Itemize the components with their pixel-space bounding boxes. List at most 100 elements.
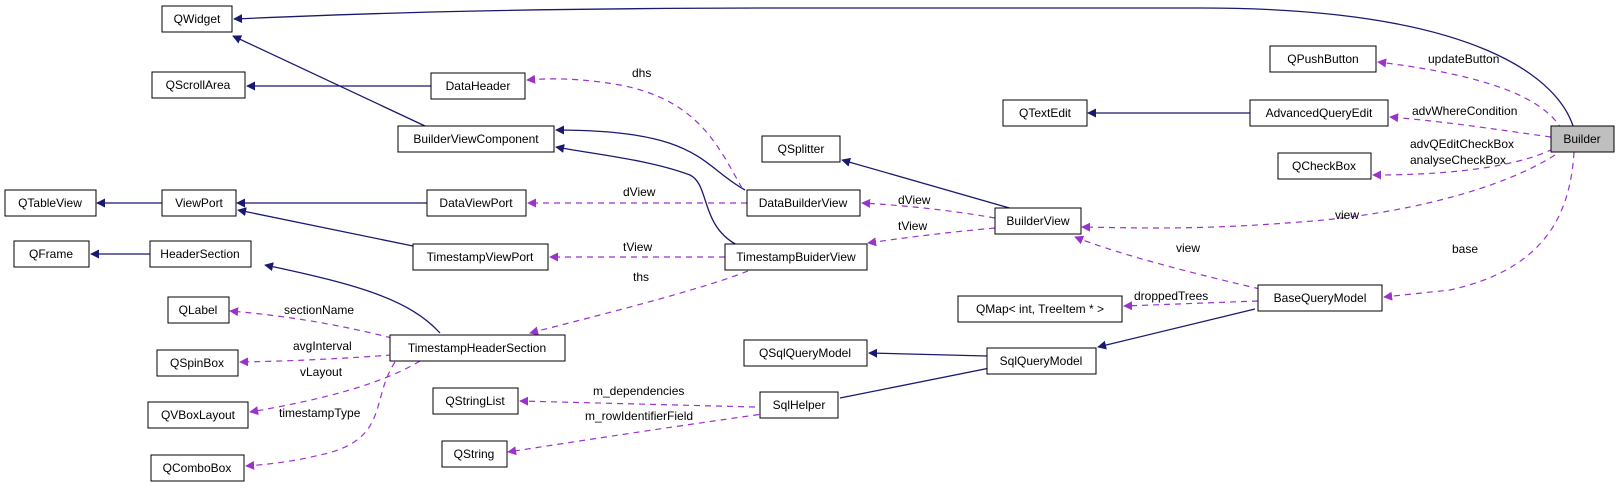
node-qstring[interactable]: QString: [441, 440, 508, 468]
label-dhs: dhs: [632, 66, 651, 80]
svg-text:QSplitter: QSplitter: [778, 142, 825, 156]
edge-timestampbuiderview-bvc: [555, 144, 738, 246]
label-timestamptype: timestampType: [279, 406, 361, 420]
label-sectionname: sectionName: [284, 303, 354, 317]
edge-builder-qwidget: [233, 7, 1575, 130]
node-qtableview[interactable]: QTableView: [4, 189, 97, 217]
svg-text:TimestampHeaderSection: TimestampHeaderSection: [408, 341, 546, 355]
label-dview-builderview: dView: [898, 193, 931, 207]
svg-text:ViewPort: ViewPort: [175, 196, 223, 210]
node-qstringlist[interactable]: QStringList: [432, 387, 519, 415]
node-viewport[interactable]: ViewPort: [161, 189, 237, 217]
node-timestampbuiderview[interactable]: TimestampBuiderView: [724, 243, 868, 271]
edge-sqlquerymodel-qsqlquerymodel: [868, 348, 988, 358]
label-vlayout: vLayout: [300, 365, 343, 379]
svg-text:QSqlQueryModel: QSqlQueryModel: [759, 346, 851, 360]
svg-text:QCheckBox: QCheckBox: [1292, 159, 1356, 173]
node-builder[interactable]: Builder: [1550, 125, 1615, 153]
edge-timestampviewport-viewport: [237, 207, 414, 247]
svg-text:AdvancedQueryEdit: AdvancedQueryEdit: [1266, 106, 1373, 120]
svg-text:QTableView: QTableView: [18, 196, 82, 210]
node-databuilderview[interactable]: DataBuilderView: [746, 189, 861, 217]
node-qlabel[interactable]: QLabel: [167, 296, 230, 324]
edge-builder-basequerymodel: [1383, 151, 1575, 301]
edge-basequerymodel-builderview: [1074, 235, 1261, 290]
node-qsqlquerymodel[interactable]: QSqlQueryModel: [743, 339, 868, 367]
edge-builder-qpushbutton: [1377, 58, 1563, 131]
svg-text:QTextEdit: QTextEdit: [1019, 106, 1072, 120]
node-advancedqueryedit[interactable]: AdvancedQueryEdit: [1249, 99, 1389, 127]
svg-text:QMap< int, TreeItem * >: QMap< int, TreeItem * >: [976, 302, 1104, 316]
node-sqlhelper[interactable]: SqlHelper: [759, 391, 839, 419]
node-qcombobox[interactable]: QComboBox: [150, 454, 245, 482]
edge-builderview-timestampbuiderview: [867, 227, 996, 247]
node-sqlquerymodel[interactable]: SqlQueryModel: [986, 347, 1097, 375]
svg-text:BaseQueryModel: BaseQueryModel: [1274, 291, 1367, 305]
node-qspinbox[interactable]: QSpinBox: [156, 349, 239, 377]
label-analysecheckbox: analyseCheckBox: [1410, 153, 1506, 167]
edge-ths-headersection: [264, 262, 441, 334]
node-qtextedit[interactable]: QTextEdit: [1002, 99, 1088, 127]
edge-databuilderview-dataheader: [526, 74, 743, 189]
label-tview-timestampviewport: tView: [623, 240, 652, 254]
label-avginterval: avgInterval: [293, 339, 352, 353]
svg-text:HeaderSection: HeaderSection: [160, 247, 239, 261]
edge-timestampbuiderview-ths: [529, 270, 749, 336]
edge-builder-qcheckbox: [1372, 148, 1554, 180]
label-dview-dataviewport: dView: [623, 185, 656, 199]
svg-text:DataBuilderView: DataBuilderView: [759, 196, 848, 210]
svg-text:TimestampViewPort: TimestampViewPort: [427, 250, 534, 264]
usage-edges: [229, 58, 1575, 470]
svg-text:BuilderViewComponent: BuilderViewComponent: [413, 132, 539, 146]
edge-ths-qspinbox: [239, 354, 393, 367]
svg-text:QPushButton: QPushButton: [1287, 52, 1358, 66]
node-timestampviewport[interactable]: TimestampViewPort: [412, 243, 549, 271]
label-updatebutton: updateButton: [1428, 52, 1499, 66]
label-droppedtrees: droppedTrees: [1134, 289, 1208, 303]
edge-ths-qcombobox: [245, 361, 396, 470]
label-m-dependencies: m_dependencies: [593, 384, 684, 398]
label-tview-builderview: tView: [898, 219, 927, 233]
node-qcheckbox[interactable]: QCheckBox: [1277, 152, 1372, 180]
label-base: base: [1452, 242, 1478, 256]
node-builderviewcomponent[interactable]: BuilderViewComponent: [397, 125, 555, 153]
svg-text:Builder: Builder: [1563, 132, 1600, 146]
label-view-basequerymodel: view: [1176, 241, 1200, 255]
label-m-rowidentifierfield: m_rowIdentifierField: [585, 409, 693, 423]
node-timestampheadersection[interactable]: TimestampHeaderSection: [389, 334, 566, 362]
label-ths: ths: [633, 270, 649, 284]
svg-text:QFrame: QFrame: [29, 247, 73, 261]
node-qpushbutton[interactable]: QPushButton: [1269, 45, 1377, 73]
node-qmap[interactable]: QMap< int, TreeItem * >: [957, 295, 1123, 323]
edge-sqlhelper-qstringlist: [519, 396, 756, 408]
edge-ths-qlabel: [229, 307, 393, 339]
edge-builderview-databuilderview: [861, 198, 996, 219]
node-qsplitter[interactable]: QSplitter: [761, 135, 841, 163]
svg-text:SqlHelper: SqlHelper: [773, 398, 826, 412]
svg-text:QWidget: QWidget: [174, 12, 221, 26]
svg-text:QComboBox: QComboBox: [163, 461, 232, 475]
edge-labels: dhs dView tView ths dView tView view vie…: [279, 52, 1517, 423]
node-dataviewport[interactable]: DataViewPort: [426, 189, 527, 217]
svg-text:QSpinBox: QSpinBox: [170, 356, 224, 370]
node-qframe[interactable]: QFrame: [13, 240, 90, 268]
edge-builderview-qsplitter: [841, 157, 1021, 212]
edge-basequerymodel-sqlquerymodel: [1097, 308, 1256, 350]
svg-text:QStringList: QStringList: [445, 394, 505, 408]
node-basequerymodel[interactable]: BaseQueryModel: [1257, 284, 1383, 312]
node-qscrollarea[interactable]: QScrollArea: [151, 71, 246, 99]
edge-bvc-qwidget: [232, 35, 426, 127]
node-builderview[interactable]: BuilderView: [994, 207, 1082, 235]
edge-ths-qvboxlayout: [249, 360, 421, 416]
node-dataheader[interactable]: DataHeader: [430, 72, 526, 100]
svg-text:TimestampBuiderView: TimestampBuiderView: [736, 250, 856, 264]
node-qvboxlayout[interactable]: QVBoxLayout: [147, 401, 249, 429]
node-headersection[interactable]: HeaderSection: [149, 240, 252, 268]
label-advwherecondition: advWhereCondition: [1412, 104, 1517, 118]
node-qwidget[interactable]: QWidget: [161, 5, 233, 33]
edge-databuilderview-bvc: [555, 125, 746, 191]
svg-text:DataHeader: DataHeader: [446, 79, 511, 93]
label-advqeditcheckbox: advQEditCheckBox: [1410, 137, 1514, 151]
edge-sqlhelper-qstring: [507, 412, 771, 456]
edge-builder-builderview: [1081, 154, 1556, 232]
